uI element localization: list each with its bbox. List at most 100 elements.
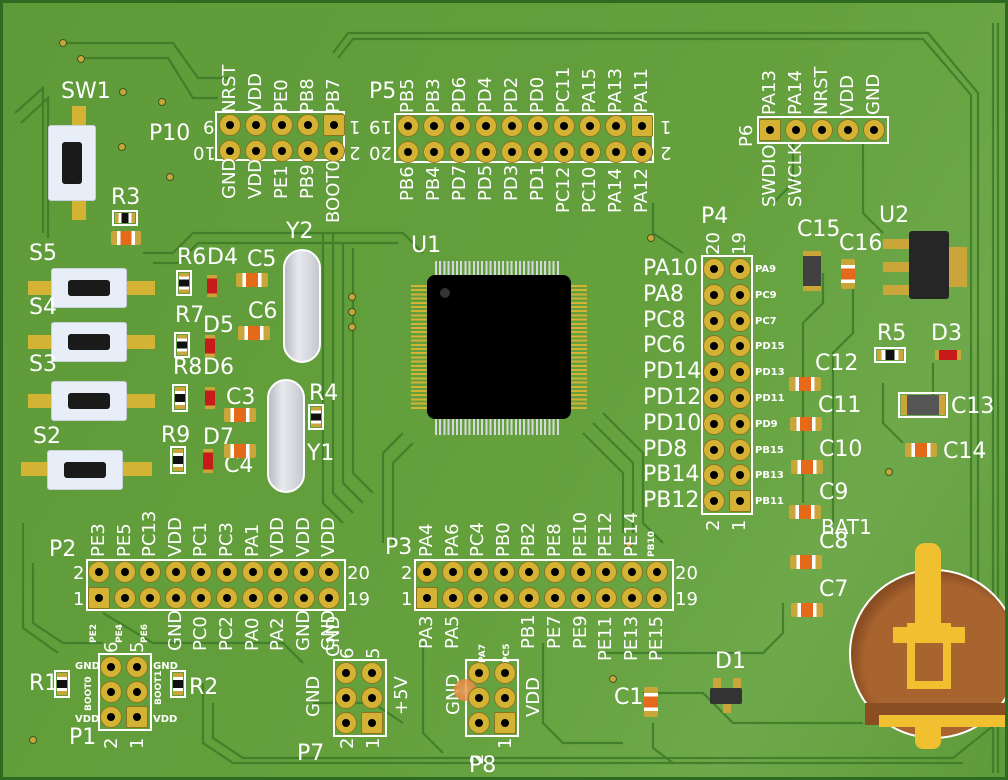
p3-pin[interactable]	[569, 587, 592, 609]
p1-pin[interactable]	[126, 681, 148, 703]
p5-pin[interactable]	[475, 141, 497, 163]
p7-pin[interactable]	[361, 662, 383, 684]
p3-pin[interactable]	[518, 587, 541, 609]
p5-pin[interactable]	[423, 141, 445, 163]
p2-pin[interactable]	[139, 561, 162, 583]
p5-pin[interactable]	[527, 115, 549, 137]
p4-pin[interactable]	[703, 309, 725, 332]
p2-pin[interactable]	[216, 587, 238, 609]
p4-pin[interactable]	[703, 258, 725, 280]
capacitor-near-r3[interactable]	[111, 231, 141, 245]
capacitor-c4[interactable]	[224, 444, 256, 458]
p10-pin[interactable]	[271, 114, 293, 136]
p7-pin[interactable]	[335, 712, 357, 734]
p4-pin[interactable]	[729, 283, 751, 306]
p3-pin[interactable]	[467, 587, 490, 609]
p5-pin[interactable]	[527, 141, 549, 163]
p4-pin[interactable]	[729, 438, 751, 461]
led-d5[interactable]	[205, 335, 215, 357]
p2-pin[interactable]	[241, 561, 264, 583]
capacitor-c8[interactable]	[790, 555, 822, 569]
p8-pin[interactable]	[468, 687, 490, 709]
p5-pin[interactable]	[605, 141, 627, 163]
p2-pin[interactable]	[318, 587, 341, 609]
p5-pin[interactable]	[631, 115, 653, 137]
p3-pin[interactable]	[518, 561, 541, 583]
p7-pin[interactable]	[335, 662, 357, 684]
p1-pin[interactable]	[126, 656, 148, 678]
p4-pin[interactable]	[703, 283, 725, 306]
p6-pin[interactable]	[759, 119, 781, 141]
led-d4[interactable]	[207, 275, 217, 297]
capacitor-c11[interactable]	[790, 417, 822, 431]
capacitor-c14[interactable]	[905, 443, 937, 457]
p2-pin[interactable]	[292, 587, 315, 609]
p3-pin[interactable]	[544, 587, 566, 609]
capacitor-c5[interactable]	[236, 273, 268, 287]
capacitor-c6[interactable]	[238, 326, 270, 340]
p3-pin[interactable]	[646, 587, 669, 609]
capacitor-c1[interactable]	[644, 687, 658, 717]
p5-pin[interactable]	[423, 115, 445, 137]
p5-pin[interactable]	[553, 141, 575, 163]
p5-pin[interactable]	[449, 141, 471, 163]
capacitor-c10[interactable]	[791, 460, 823, 474]
capacitor-c16[interactable]	[841, 259, 855, 289]
resistor-r5[interactable]	[874, 347, 906, 363]
p8-pin[interactable]	[494, 712, 516, 734]
p5-pin[interactable]	[449, 115, 471, 137]
regulator-u2[interactable]	[909, 231, 949, 299]
capacitor-c12[interactable]	[789, 377, 821, 391]
p2-pin[interactable]	[318, 561, 341, 583]
led-d7[interactable]	[203, 449, 213, 473]
p6-pin[interactable]	[785, 119, 807, 141]
p10-pin[interactable]	[323, 114, 345, 136]
p7-pin[interactable]	[361, 687, 383, 709]
p1-pin[interactable]	[100, 706, 122, 728]
p4-pin[interactable]	[729, 309, 751, 332]
p1-pin[interactable]	[126, 706, 148, 728]
capacitor-c3[interactable]	[224, 408, 256, 422]
p4-pin[interactable]	[729, 387, 751, 409]
p2-pin[interactable]	[113, 587, 136, 609]
p3-pin[interactable]	[595, 561, 618, 583]
p5-pin[interactable]	[501, 141, 523, 163]
p5-pin[interactable]	[631, 141, 653, 163]
p2-pin[interactable]	[190, 587, 213, 609]
p3-pin[interactable]	[467, 561, 490, 583]
p5-pin[interactable]	[605, 115, 627, 137]
p10-pin[interactable]	[297, 114, 319, 136]
p3-pin[interactable]	[492, 561, 515, 583]
p4-pin[interactable]	[703, 387, 725, 409]
p3-pin[interactable]	[441, 561, 464, 583]
p3-pin[interactable]	[620, 587, 643, 609]
p7-pin[interactable]	[335, 687, 357, 709]
p2-pin[interactable]	[113, 561, 136, 583]
p5-pin[interactable]	[397, 141, 419, 163]
switch-s2[interactable]	[47, 450, 123, 490]
p4-pin[interactable]	[729, 335, 751, 358]
p4-pin[interactable]	[703, 361, 725, 384]
crystal-y2[interactable]	[283, 249, 321, 363]
diode-d1[interactable]	[710, 688, 742, 704]
p2-pin[interactable]	[267, 561, 290, 583]
p5-pin[interactable]	[397, 115, 419, 137]
p2-pin[interactable]	[216, 561, 238, 583]
switch-s5[interactable]	[51, 268, 127, 308]
p1-pin[interactable]	[100, 681, 122, 703]
capacitor-c15[interactable]	[803, 251, 821, 291]
resistor-r2[interactable]	[170, 670, 186, 698]
resistor-r7[interactable]	[174, 332, 190, 358]
p10-pin[interactable]	[323, 140, 345, 162]
p3-pin[interactable]	[416, 561, 438, 583]
p4-pin[interactable]	[729, 361, 751, 384]
p2-pin[interactable]	[88, 587, 110, 609]
p5-pin[interactable]	[579, 141, 601, 163]
p2-pin[interactable]	[164, 561, 187, 583]
p8-pin[interactable]	[468, 662, 490, 684]
resistor-r4[interactable]	[308, 404, 324, 430]
p6-pin[interactable]	[837, 119, 859, 141]
p2-pin[interactable]	[164, 587, 187, 609]
p10-pin[interactable]	[271, 140, 293, 162]
p2-pin[interactable]	[139, 587, 162, 609]
